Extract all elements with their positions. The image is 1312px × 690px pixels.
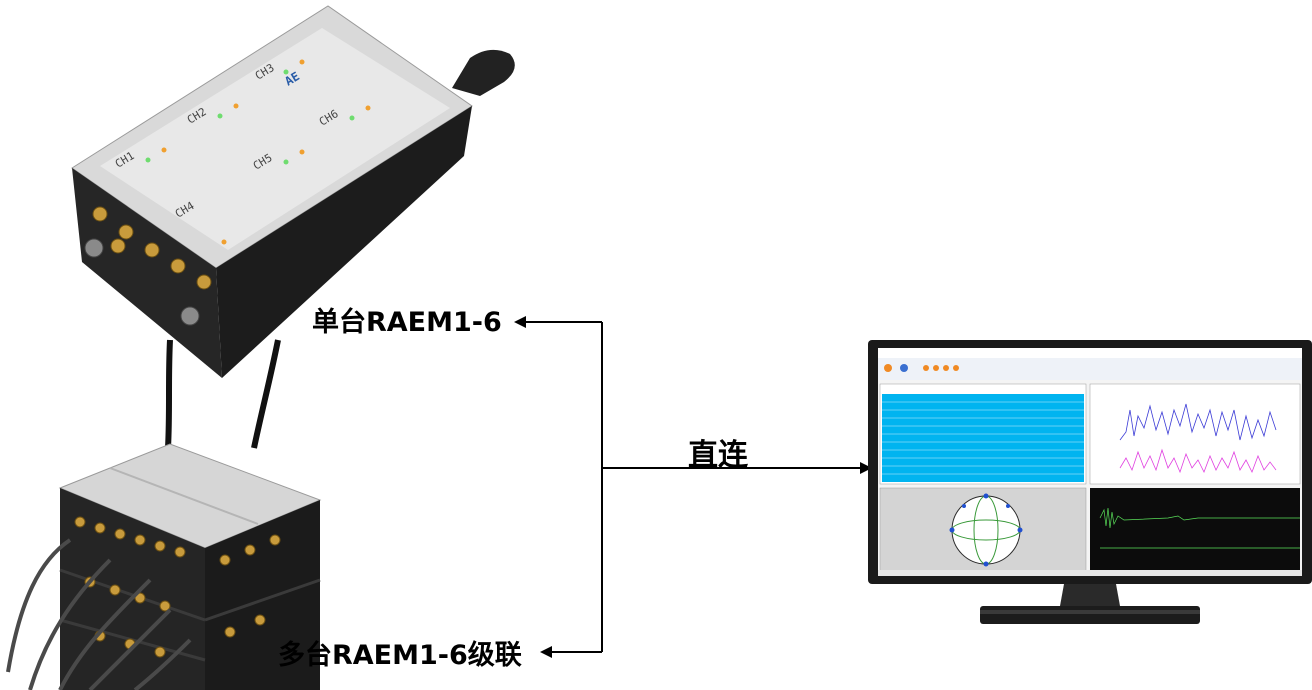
cascaded-devices-label: 多台RAEM1-6级联 (278, 640, 522, 671)
computer-monitor (868, 340, 1312, 624)
arrow-left-multi (540, 646, 552, 658)
cascade-cables (165, 339, 281, 449)
waveform-chart (1089, 383, 1301, 485)
signal-panel (1090, 488, 1300, 572)
data-table (882, 394, 1084, 482)
arrow-left-single (514, 316, 526, 328)
cascaded-devices-illustration (6, 443, 322, 690)
single-device-label: 单台RAEM1-6 (312, 307, 502, 338)
arrow-right-computer (860, 462, 872, 474)
single-device-illustration: AE CH1 CH2 CH3 CH4 CH5 CH6 (71, 5, 515, 378)
